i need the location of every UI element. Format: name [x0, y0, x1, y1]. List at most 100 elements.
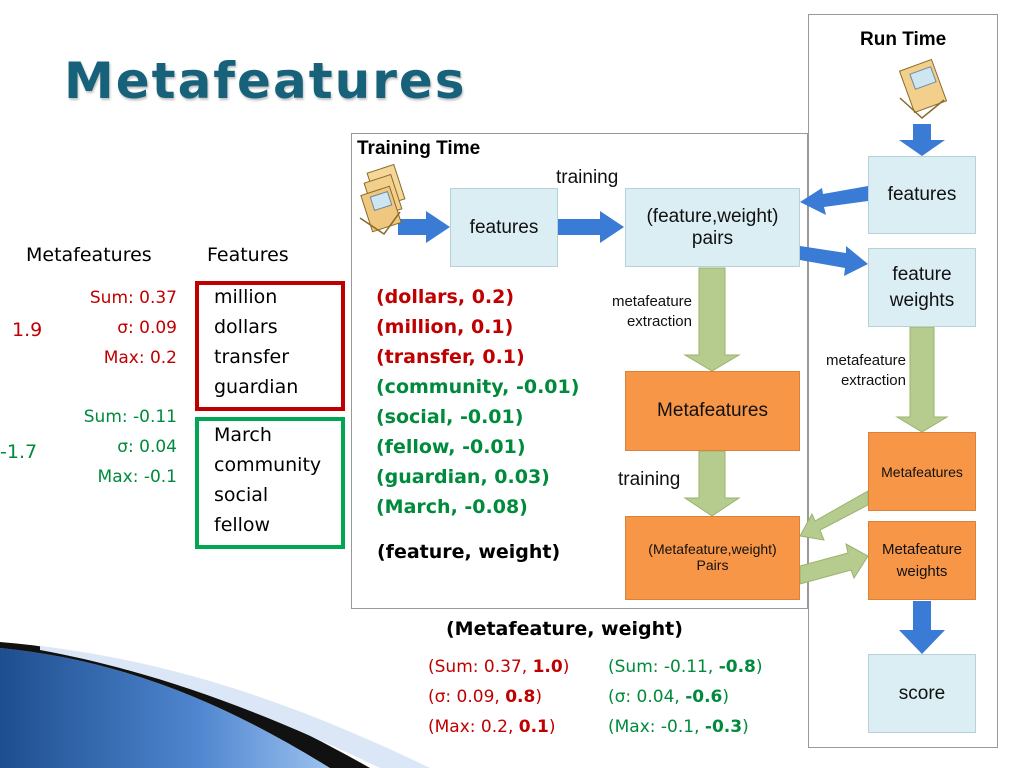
- mf-left: (Sum: 0.37, 1.0): [428, 652, 608, 682]
- feature-word: transfer: [214, 346, 290, 368]
- metafeature-weight-caption: (Metafeature, weight): [446, 618, 683, 640]
- feature-weights-box: feature weights: [868, 248, 976, 327]
- pair-item: (fellow, -0.01): [376, 436, 526, 458]
- mf-row: (σ: 0.09, 0.8)(σ: 0.04, -0.6): [428, 682, 763, 712]
- pair-item: (guardian, 0.03): [376, 466, 550, 488]
- mf-right-text: (σ: 0.04,: [608, 687, 686, 707]
- mf-right: (Max: -0.1, -0.3): [608, 717, 749, 737]
- stat-max: Max: -0.1: [97, 467, 177, 487]
- score-box: score: [868, 654, 976, 733]
- metafeature-weight-rows: (Sum: 0.37, 1.0)(Sum: -0.11, -0.8) (σ: 0…: [428, 652, 763, 742]
- runtime-metafeatures-label: Metafeatures: [881, 463, 963, 480]
- group2-value: -1.7: [0, 441, 38, 463]
- group1-box: [195, 281, 345, 411]
- training-metafeatures-box: Metafeatures: [625, 371, 800, 451]
- training-metafeatures-label: Metafeatures: [657, 400, 768, 421]
- arrow-runtime-metafeatures-to-mfpairs: [799, 490, 869, 541]
- metafeature-weight-pairs-box: (Metafeature,weight) Pairs: [625, 516, 800, 600]
- group1-value: 1.9: [12, 319, 43, 341]
- feature-word: fellow: [214, 514, 271, 536]
- run-time-label: Run Time: [860, 29, 947, 50]
- feature-word: March: [214, 424, 272, 446]
- runtime-metafeature-extraction-label: metafeature extraction: [825, 352, 906, 389]
- mf-left-close: ): [562, 657, 570, 677]
- metafeature-weight-pairs-label: (Metafeature,weight) Pairs: [648, 541, 777, 573]
- stat-sum: Sum: 0.37: [89, 288, 177, 308]
- mf-right-close: ): [742, 717, 749, 737]
- mf-right-text: (Max: -0.1,: [608, 717, 705, 737]
- mf-left-close: ): [535, 687, 542, 707]
- training-time-label: Training Time: [357, 138, 481, 159]
- training-metafeature-extraction-label: metafeature extraction: [611, 293, 692, 330]
- training-features-label: features: [469, 216, 539, 238]
- mf-right-close: ): [755, 657, 763, 677]
- mf-left: (Max: 0.2, 0.1): [428, 712, 608, 742]
- group1-stats: Sum: 0.37 σ: 0.09 Max: 0.2: [50, 283, 177, 373]
- features-header: Features: [207, 244, 289, 266]
- mf-left-text: (σ: 0.09,: [428, 687, 506, 707]
- training-bottom-label: training: [618, 469, 681, 490]
- mf-right-weight: -0.6: [685, 687, 723, 707]
- pair-item: (March, -0.08): [376, 496, 528, 518]
- mf-left: (σ: 0.09, 0.8): [428, 682, 608, 712]
- pair-item: (community, -0.01): [376, 376, 580, 398]
- pair-item: (transfer, 0.1): [376, 346, 525, 368]
- mf-row: (Max: 0.2, 0.1)(Max: -0.1, -0.3): [428, 712, 763, 742]
- arrow-metafeature-weights-to-score: [899, 601, 945, 654]
- feature-word: guardian: [214, 376, 299, 398]
- mf-right: (σ: 0.04, -0.6): [608, 687, 729, 707]
- page-title: Metafeatures: [64, 52, 467, 110]
- feature-weight-pairs-label: (feature,weight) pairs: [646, 205, 779, 249]
- feature-weight-pairs-list: (dollars, 0.2) (million, 0.1) (transfer,…: [376, 282, 579, 522]
- mf-right-weight: -0.8: [718, 657, 756, 677]
- group2-stats: Sum: -0.11 σ: 0.04 Max: -0.1: [40, 402, 177, 492]
- pairs-caption: (feature, weight): [377, 541, 561, 563]
- arrow-features-to-pairs: [558, 211, 624, 243]
- runtime-features-label: features: [887, 184, 957, 205]
- mf-left-weight: 1.0: [532, 657, 563, 677]
- feature-word: social: [214, 484, 269, 506]
- feature-word: dollars: [214, 316, 278, 338]
- feature-word: million: [214, 286, 278, 308]
- pair-item: (dollars, 0.2): [376, 286, 515, 308]
- run-time-panel: [808, 14, 998, 748]
- score-label: score: [898, 682, 946, 704]
- arrow-feature-weights-to-metafeatures: [895, 326, 949, 433]
- stat-sigma: σ: 0.09: [117, 318, 177, 338]
- feature-weights-label: feature weights: [889, 263, 955, 311]
- mf-right: (Sum: -0.11, -0.8): [608, 657, 763, 677]
- stat-sigma: σ: 0.04: [117, 437, 177, 457]
- mf-right-weight: -0.3: [704, 717, 743, 737]
- runtime-features-box: features: [868, 156, 976, 234]
- arrow-mfpairs-to-metafeature-weights: [799, 543, 869, 585]
- arrow-pairs-to-feature-weights: [800, 246, 868, 276]
- mf-left-text: (Sum: 0.37,: [428, 657, 533, 677]
- mf-right-close: ): [722, 687, 730, 707]
- arrow-email-to-features: [398, 211, 450, 243]
- mf-left-weight: 0.8: [505, 687, 536, 707]
- feature-word: community: [214, 454, 322, 476]
- arrow-email-to-runtime-features: [899, 124, 945, 156]
- mf-row: (Sum: 0.37, 1.0)(Sum: -0.11, -0.8): [428, 652, 763, 682]
- mf-right-text: (Sum: -0.11,: [608, 657, 719, 677]
- arrow-runtime-features-to-pairs: [800, 186, 868, 215]
- arrow-metafeatures-to-mfpairs: [683, 450, 741, 517]
- mf-left-weight: 0.1: [518, 717, 549, 737]
- metafeature-weights-box: Metafeature weights: [868, 521, 976, 600]
- group2-words: March community social fellow: [214, 420, 321, 540]
- metafeature-weights-label: Metafeature weights: [881, 540, 963, 580]
- arrow-pairs-to-metafeatures: [683, 267, 741, 372]
- mf-left-text: (Max: 0.2,: [428, 717, 519, 737]
- stat-max: Max: 0.2: [103, 348, 177, 368]
- training-top-label: training: [556, 167, 619, 188]
- metafeatures-header: Metafeatures: [26, 244, 152, 266]
- stat-sum: Sum: -0.11: [83, 407, 177, 427]
- group1-words: million dollars transfer guardian: [214, 282, 298, 402]
- feature-weight-pairs-box: (feature,weight) pairs: [625, 188, 800, 267]
- runtime-metafeatures-box: Metafeatures: [868, 432, 976, 511]
- pair-item: (social, -0.01): [376, 406, 524, 428]
